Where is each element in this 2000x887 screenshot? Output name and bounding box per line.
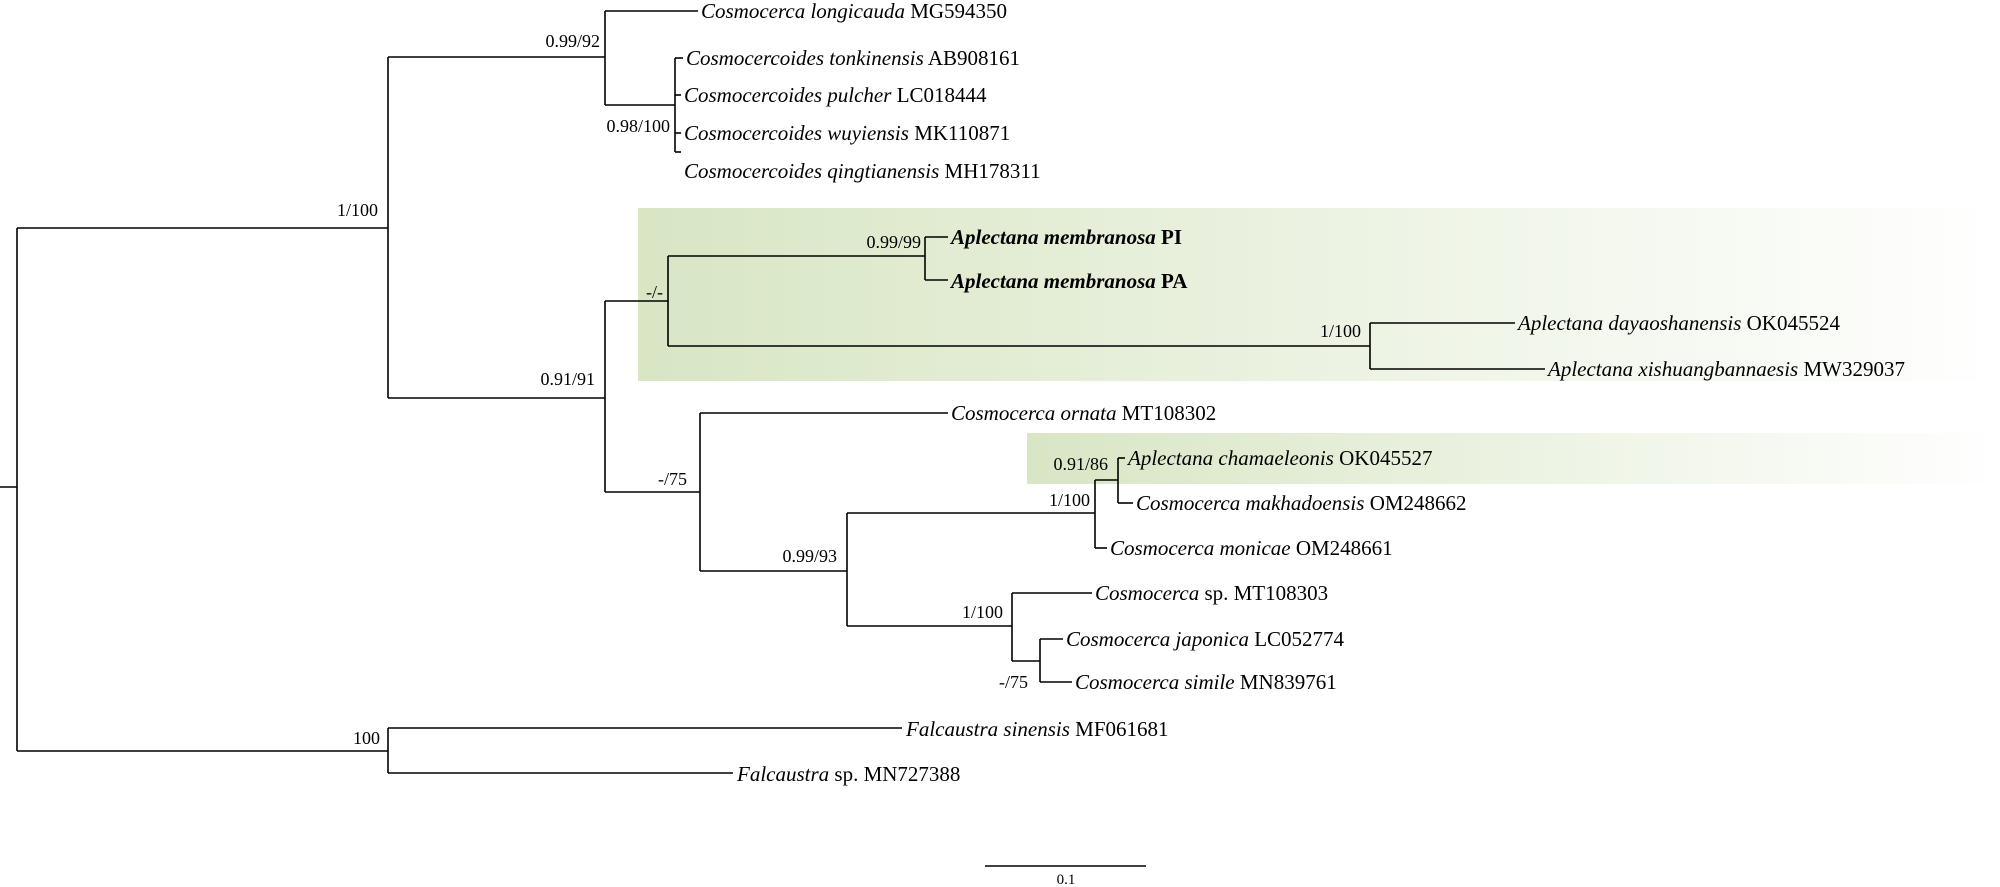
tip-label: Cosmocercoides tonkinensis AB908161: [686, 46, 1020, 70]
tip-label: Falcaustra sp. MN727388: [736, 762, 960, 786]
support-label: 0.99/93: [782, 546, 837, 566]
support-label: 1/100: [962, 602, 1003, 622]
tip-labels: Cosmocerca longicauda MG594350 Cosmocerc…: [684, 0, 1905, 786]
scale-bar: 0.1: [985, 865, 1146, 887]
support-label: 0.91/91: [540, 369, 595, 389]
tip-label: Cosmocercoides qingtianensis MH178311: [684, 159, 1041, 183]
tip-label: Cosmocerca simile MN839761: [1075, 670, 1337, 694]
tip-label: Cosmocerca sp. MT108303: [1095, 581, 1328, 605]
support-label: -/75: [999, 672, 1028, 692]
highlight-aplectana-clade: [638, 208, 2000, 381]
tip-label: Aplectana chamaeleonis OK045527: [1126, 446, 1432, 470]
tip-label: Cosmocerca japonica LC052774: [1066, 627, 1345, 651]
tip-label: Aplectana xishuangbannaesis MW329037: [1546, 357, 1905, 381]
tip-label: Falcaustra sinensis MF061681: [905, 717, 1169, 741]
support-label: 1/100: [1320, 321, 1361, 341]
tip-label: Cosmocerca makhadoensis OM248662: [1136, 491, 1467, 515]
highlight-chamaeleonis: [1027, 433, 2000, 484]
tip-label: Cosmocerca monicae OM248661: [1110, 536, 1393, 560]
support-label: 0.99/99: [866, 232, 921, 252]
support-label: 1/100: [337, 200, 378, 220]
tree-branches: [0, 10, 1545, 774]
tip-label: Aplectana dayaoshanensis OK045524: [1516, 311, 1840, 335]
support-label: -/75: [658, 469, 687, 489]
support-values: 0.99/92 0.98/100 1/100 0.99/99 -/- 1/100…: [337, 31, 1361, 748]
support-label: 100: [353, 728, 380, 748]
support-label: 1/100: [1049, 490, 1090, 510]
tip-label-focal: Aplectana membranosa PA: [949, 269, 1188, 293]
tip-label-focal: Aplectana membranosa PI: [949, 225, 1182, 249]
support-label: 0.99/92: [545, 31, 600, 51]
support-label: 0.98/100: [606, 116, 670, 136]
support-label: 0.91/86: [1053, 454, 1108, 474]
tip-label: Cosmocerca longicauda MG594350: [701, 0, 1007, 23]
tip-label: Cosmocercoides pulcher LC018444: [684, 83, 987, 107]
tip-label: Cosmocercoides wuyiensis MK110871: [684, 121, 1010, 145]
tip-label: Cosmocerca ornata MT108302: [951, 401, 1216, 425]
scale-bar-label: 0.1: [1057, 872, 1076, 887]
support-label: -/-: [646, 282, 663, 302]
